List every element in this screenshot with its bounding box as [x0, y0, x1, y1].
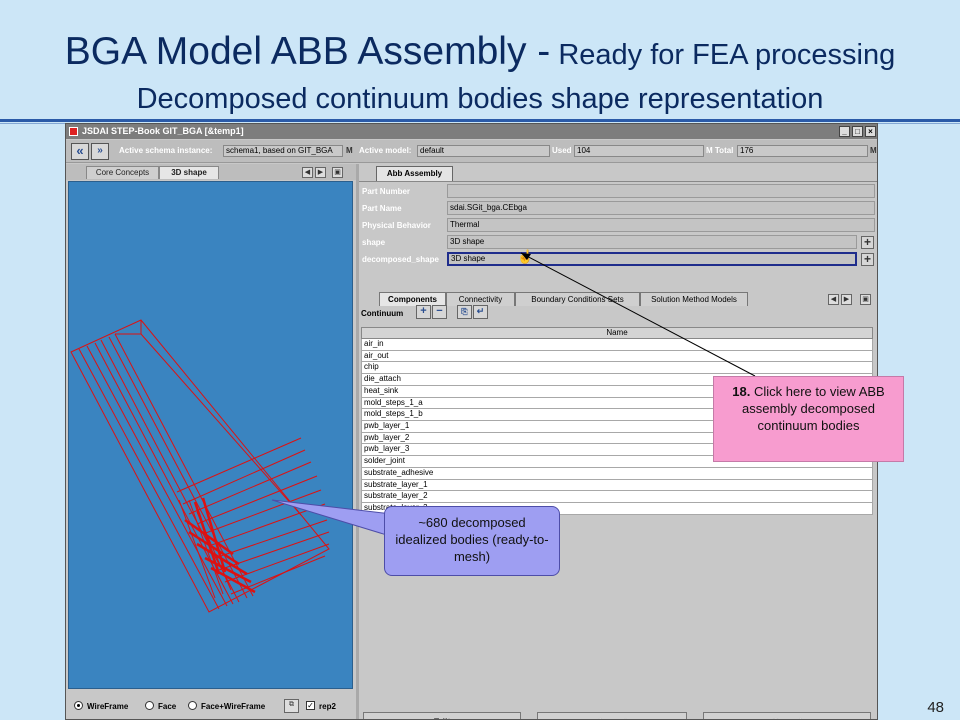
subtab-detach-icon[interactable]: ▣ [860, 294, 871, 305]
accent-line [0, 119, 960, 122]
wireframe-option-label: WireFrame [87, 702, 129, 711]
tab-abb-assembly[interactable]: Abb Assembly [376, 166, 453, 181]
subtab-scroll-left-icon[interactable]: ◀ [828, 294, 839, 305]
list-item[interactable]: air_in [361, 339, 873, 351]
total-label: M Total [706, 146, 734, 155]
part-number-field[interactable] [447, 184, 875, 198]
slide-title-main: BGA Model ABB Assembly - [64, 30, 551, 73]
decomposed-shape-label: decomposed_shape [362, 255, 439, 264]
tab-solution-method[interactable]: Solution Method Models [640, 292, 748, 306]
continuum-label: Continuum [361, 309, 404, 318]
tab-3d-shape[interactable]: 3D shape [159, 166, 219, 179]
face-wireframe-radio[interactable] [188, 701, 197, 710]
list-item[interactable]: solder_joint [361, 456, 873, 468]
name-column-header[interactable]: Name [361, 327, 873, 339]
step-callout: 18. Click here to view ABB assembly deco… [713, 376, 904, 462]
app-icon [69, 127, 78, 136]
used-label: Used [552, 146, 572, 155]
window-title: JSDAI STEP-Book GIT_BGA [&temp1] [82, 126, 244, 136]
slide-subtitle: Decomposed continuum bodies shape repres… [136, 83, 824, 115]
add-continuum-icon[interactable]: + [416, 305, 431, 319]
maximize-button[interactable]: □ [852, 126, 863, 137]
step-callout-text: Click here to view ABB assembly decompos… [742, 384, 885, 433]
copy-continuum-icon[interactable]: ⎘ [457, 305, 472, 319]
physical-behavior-field[interactable]: Thermal [447, 218, 875, 232]
view-options-bar: WireFrame Face Face+WireFrame ⧉ ✓ rep2 [66, 690, 356, 719]
hand-cursor-icon: ☝ [517, 249, 534, 264]
rep2-checkbox[interactable]: ✓ [306, 701, 315, 710]
decomposed-shape-field[interactable]: 3D shape [447, 252, 857, 266]
used-field: 104 [574, 145, 704, 157]
tab-core-concepts[interactable]: Core Concepts [86, 166, 159, 179]
schema-label: Active schema instance: [119, 146, 213, 155]
list-item[interactable]: substrate_layer_1 [361, 479, 873, 492]
pane-splitter[interactable] [356, 164, 359, 719]
cancel-button[interactable]: Cancel [703, 712, 871, 719]
schema-field[interactable]: schema1, based on GIT_BGA [223, 145, 343, 157]
model-field[interactable]: default [417, 145, 550, 157]
part-name-field[interactable]: sdai.SGit_bga.CEbga [447, 201, 875, 215]
copy-view-icon[interactable]: ⧉ [284, 699, 299, 713]
close-button[interactable]: × [865, 126, 876, 137]
minimize-button[interactable]: _ [839, 126, 850, 137]
tab-scroll-left-icon[interactable]: ◀ [302, 167, 313, 178]
list-item[interactable]: air_out [361, 350, 873, 363]
list-item[interactable]: chip [361, 362, 873, 375]
page-number: 48 [927, 699, 944, 716]
subtab-scroll-right-icon[interactable]: ▶ [841, 294, 852, 305]
total-suffix: M [870, 146, 877, 155]
schema-suffix: M [346, 146, 353, 155]
slide-title: BGA Model ABB Assembly - Ready for FEA p… [0, 30, 960, 74]
shape-add-icon[interactable]: + [861, 236, 874, 249]
back-arrows-icon[interactable]: « [71, 143, 89, 160]
physical-behavior-label: Physical Behavior [362, 221, 431, 230]
left-tab-bar: Core Concepts 3D shape ◀ ▶ ▣ [66, 164, 356, 180]
tab-components[interactable]: Components [379, 292, 446, 306]
shape-label: shape [362, 238, 386, 247]
face-option-label: Face [158, 702, 177, 711]
list-item[interactable]: substrate_adhesive [361, 467, 873, 480]
edit-button[interactable]: Edit [363, 712, 521, 719]
bodies-callout: ~680 decomposed idealized bodies (ready-… [384, 506, 560, 576]
tab-detach-icon[interactable]: ▣ [332, 167, 343, 178]
model-label: Active model: [359, 146, 412, 155]
face-radio[interactable] [145, 701, 154, 710]
slide-title-suffix: Ready for FEA processing [550, 39, 896, 71]
forward-icon[interactable]: » [91, 143, 109, 160]
part-name-label: Part Name [362, 204, 402, 213]
step-callout-number: 18. [732, 384, 751, 399]
tab-connectivity[interactable]: Connectivity [446, 292, 515, 306]
part-number-label: Part Number [362, 187, 411, 196]
3d-viewport[interactable] [68, 181, 353, 689]
accept-button[interactable]: Accept [537, 712, 687, 719]
wireframe-radio[interactable] [74, 701, 83, 710]
list-item[interactable]: substrate_layer_2 [361, 491, 873, 504]
wireframe-outline [70, 319, 330, 613]
tab-boundary-conditions[interactable]: Boundary Conditions Sets [515, 292, 640, 306]
rep2-label: rep2 [319, 702, 336, 711]
wireframe-model [70, 319, 330, 613]
paste-continuum-icon[interactable]: ↵ [473, 305, 488, 319]
shape-field[interactable]: 3D shape [447, 235, 857, 249]
total-field: 176 [737, 145, 868, 157]
decomposed-shape-add-icon[interactable]: + [861, 253, 874, 266]
tab-scroll-right-icon[interactable]: ▶ [315, 167, 326, 178]
face-wireframe-option-label: Face+WireFrame [201, 702, 266, 711]
remove-continuum-icon[interactable]: − [432, 305, 447, 319]
toolbar: « » Active schema instance: schema1, bas… [66, 140, 877, 163]
window-titlebar[interactable]: JSDAI STEP-Book GIT_BGA [&temp1] _ □ × [66, 124, 877, 139]
